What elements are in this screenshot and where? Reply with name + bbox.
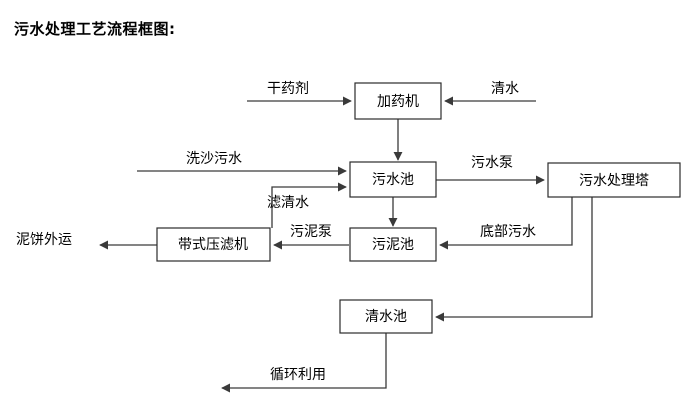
- node-box-sewage-pool: [349, 161, 437, 198]
- node-sludge-pool[interactable]: 污泥池: [349, 227, 437, 262]
- node-dosing-machine[interactable]: 加药机: [354, 82, 442, 120]
- edge-label-sand-wash-sewage: 洗沙污水: [186, 151, 242, 167]
- edge-tower-to-clean-water-pool: [435, 197, 593, 322]
- node-belt-filter-press[interactable]: 带式压滤机: [156, 227, 271, 262]
- node-sewage-treatment-tower[interactable]: 污水处理塔: [547, 162, 681, 198]
- node-box-sludge-pool: [349, 227, 437, 262]
- edge-sewage-pump-to-tower: 污水泵: [436, 155, 545, 185]
- node-box-clean-water-pool: [339, 299, 433, 334]
- node-box-belt-filter-press: [156, 227, 271, 262]
- node-box-sewage-treatment-tower: [547, 162, 681, 198]
- edge-clean-water-pool-recycle: 循环利用: [221, 333, 387, 393]
- edge-label-sludge-pump: 污泥泵: [290, 224, 332, 240]
- edge-label-filtrate: 滤清水: [267, 195, 309, 211]
- node-sewage-pool[interactable]: 污水池: [349, 161, 437, 198]
- edge-label-recycle-use: 循环利用: [270, 367, 326, 383]
- edge-dry-reagent-to-dosing-machine: 干药剂: [247, 81, 352, 106]
- edge-label-sewage-pump: 污水泵: [471, 155, 513, 171]
- node-label-sewage-pool: 污水池: [372, 172, 414, 188]
- edge-label-bottom-sewage: 底部污水: [480, 224, 536, 240]
- page-title: 污水处理工艺流程框图:: [14, 20, 176, 38]
- node-label-sewage-treatment-tower: 污水处理塔: [579, 173, 649, 189]
- node-box-dosing-machine: [354, 82, 442, 120]
- node-label-dosing-machine: 加药机: [377, 94, 419, 110]
- edge-sludge-pump-to-belt-filter-press: 污泥泵: [273, 224, 349, 250]
- edge-filtrate-to-sewage-pool: 滤清水: [267, 182, 347, 228]
- node-label-clean-water-pool: 清水池: [365, 309, 407, 325]
- node-clean-water-pool[interactable]: 清水池: [339, 299, 433, 334]
- edge-label-mud-cake-transport: 泥饼外运: [16, 232, 72, 248]
- edge-bottom-sewage-to-sludge-pool: 底部污水: [439, 197, 573, 250]
- edge-clean-water-to-dosing-machine: 清水: [444, 81, 536, 106]
- node-label-belt-filter-press: 带式压滤机: [178, 237, 248, 253]
- edge-sand-wash-sewage-to-sewage-pool: 洗沙污水: [137, 151, 347, 176]
- edge-belt-filter-press-to-mud-cake-transport: 泥饼外运: [16, 232, 157, 250]
- node-label-sludge-pool: 污泥池: [372, 237, 414, 253]
- edge-label-dry-reagent: 干药剂: [267, 81, 309, 97]
- edge-label-clean-water: 清水: [491, 81, 519, 97]
